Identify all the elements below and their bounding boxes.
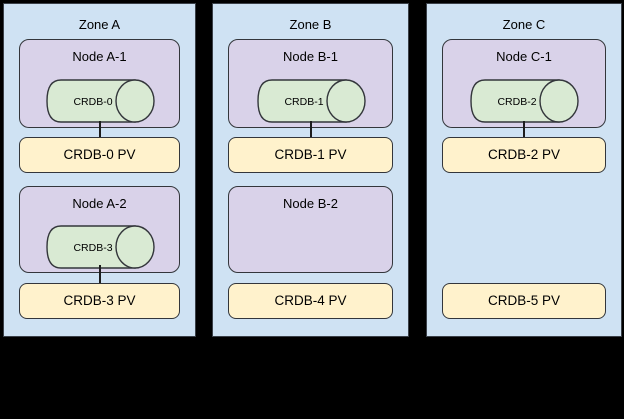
zone-c: Zone C Node C-1 CRDB-2 CRDB-2 PV CRDB-5 … [426,3,622,337]
zone-c-label: Zone C [502,17,546,32]
crdb-0-cylinder-icon: CRDB-0 [45,79,155,123]
crdb-2-cylinder-icon: CRDB-2 [470,79,579,123]
crdb-0-label: CRDB-0 [73,96,112,108]
node-b2-label: Node B-2 [283,196,338,211]
pv-crdb-2: CRDB-2 PV [442,137,606,173]
crdb-2-label: CRDB-2 [497,96,536,108]
node-b1-label: Node B-1 [283,49,338,64]
pv-crdb-1: CRDB-1 PV [228,137,393,173]
connector-line [98,265,101,284]
pv-crdb-3: CRDB-3 PV [19,283,180,319]
crdb-3-label: CRDB-3 [73,242,112,254]
node-c1-label: Node C-1 [496,49,552,64]
connector-line [309,121,312,138]
crdb-3-cylinder-icon: CRDB-3 [45,225,155,269]
crdb-1-cylinder-icon: CRDB-1 [256,79,366,123]
pv-crdb-0: CRDB-0 PV [19,137,180,173]
crdb-1-label: CRDB-1 [284,96,323,108]
zone-a: Zone A Node A-1 CRDB-0 CRDB-0 PV Node A-… [3,3,196,337]
node-a1-label: Node A-1 [72,49,127,64]
node-a2-label: Node A-2 [72,196,127,211]
connector-line [523,121,525,138]
connector-line [98,121,101,138]
zone-b-label: Zone B [289,17,332,32]
pv-crdb-5: CRDB-5 PV [442,283,606,319]
pv-crdb-4: CRDB-4 PV [228,283,393,319]
zone-b: Zone B Node B-1 CRDB-1 CRDB-1 PV Node B-… [212,3,409,337]
zone-a-label: Zone A [78,17,121,32]
node-b2: Node B-2 [228,186,393,273]
